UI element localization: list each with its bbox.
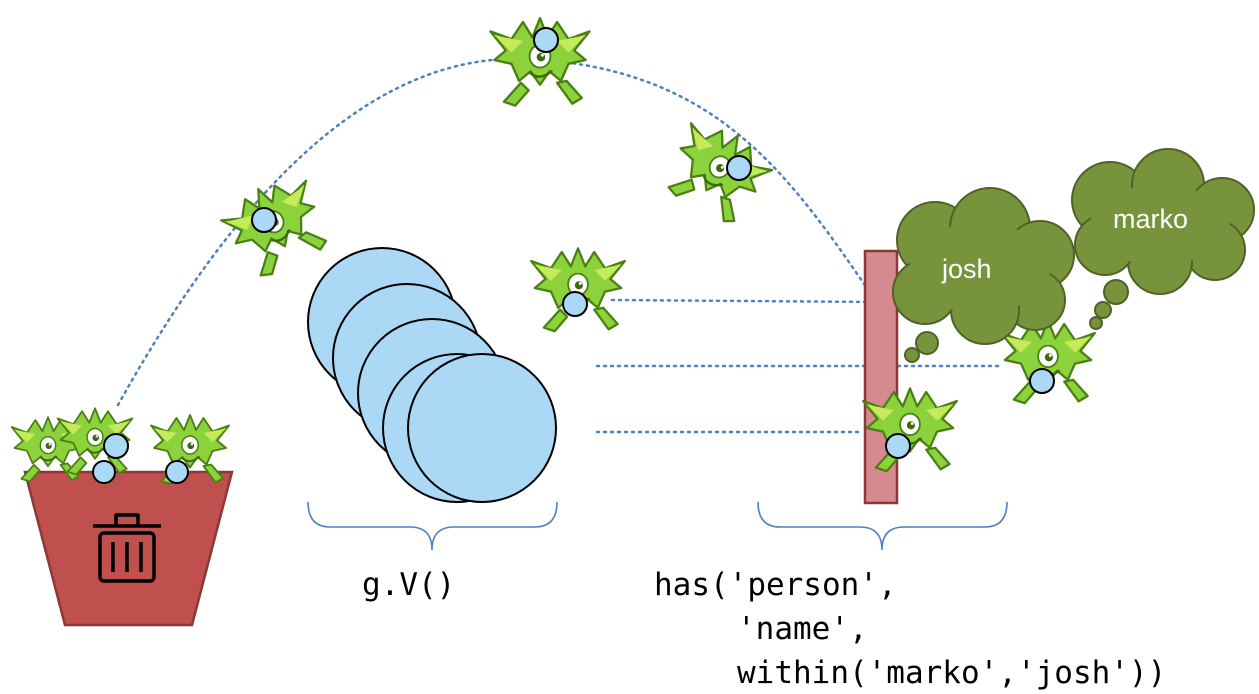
cloud-label-josh: josh [941, 254, 992, 284]
traverser-passed [1029, 368, 1055, 394]
traverser-in-bucket [165, 460, 189, 484]
gremlin-running [530, 247, 626, 333]
step-label-has-line3: within('marko','josh')) [737, 655, 1167, 691]
step-label-has-line1: has('person', [654, 567, 897, 603]
traverser-in-bucket [92, 460, 116, 484]
traverser-running [562, 291, 588, 317]
traverser-on-arc [533, 27, 559, 53]
traverser-at-filter [885, 433, 911, 459]
step-label-has-line2: 'name', [737, 611, 868, 647]
traversal-arc-path [116, 57, 877, 407]
traverser-on-arc [251, 207, 277, 233]
cloud-label-marko: marko [1113, 204, 1188, 234]
step-label-gv: g.V() [362, 567, 456, 603]
gremlin-on-arc [214, 168, 337, 286]
vertex-circle [407, 353, 557, 503]
traverser-on-arc [726, 155, 752, 181]
traverser-in-bucket [103, 433, 129, 459]
thought-cloud-josh: josh [892, 187, 1075, 363]
brace-gv [307, 501, 558, 551]
gremlin-on-arc [654, 111, 780, 232]
vertex-stack [307, 247, 557, 503]
path-line-top [610, 298, 877, 304]
trash-bucket [23, 470, 234, 627]
thought-cloud-marko: marko [1071, 148, 1255, 330]
trash-icon [93, 513, 161, 583]
brace-has [757, 501, 1008, 551]
